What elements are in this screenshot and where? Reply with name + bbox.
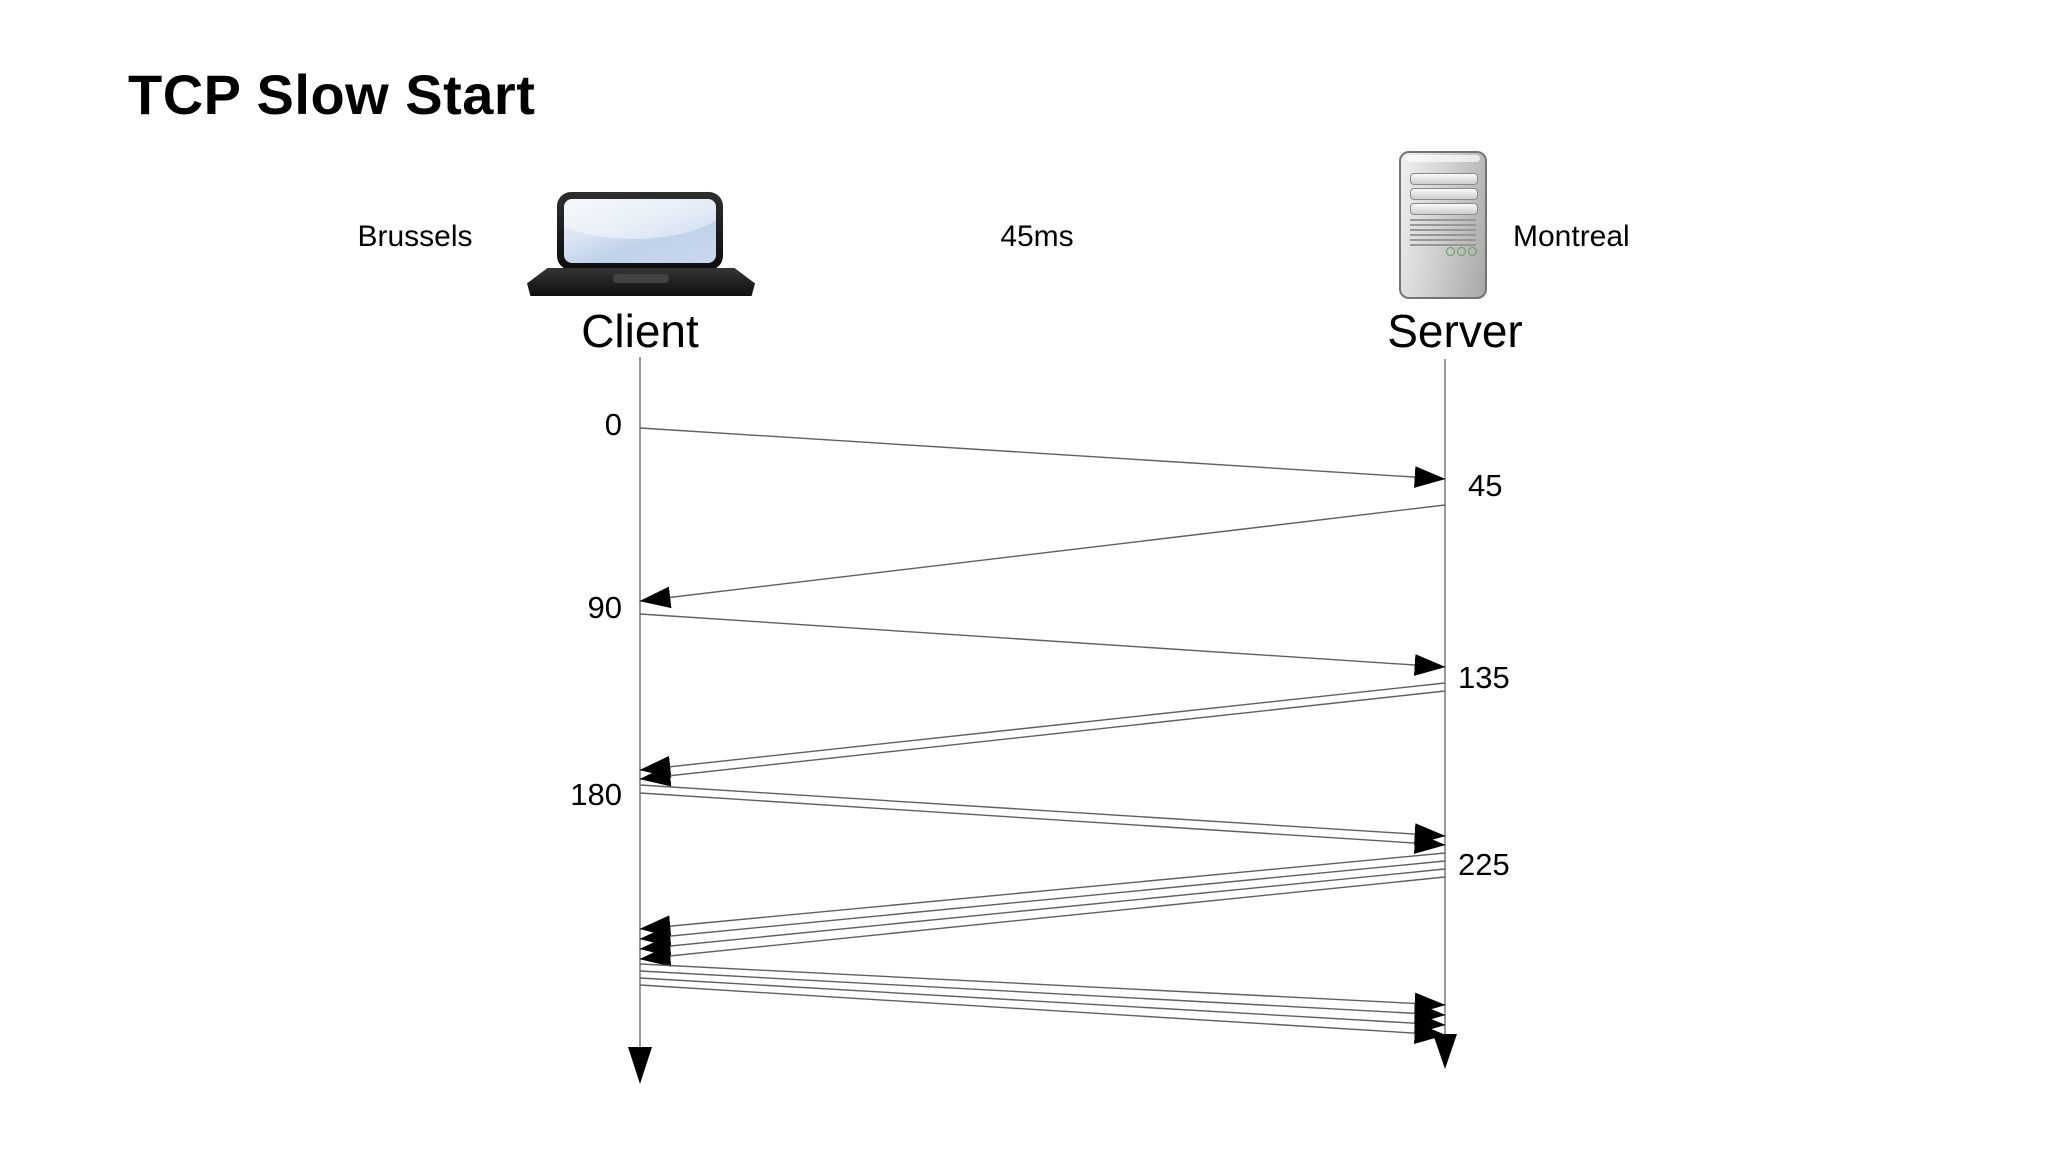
message-arrow-server-to-client bbox=[639, 852, 1446, 937]
server-drive-bay bbox=[1410, 203, 1478, 215]
message-arrow-client-to-server bbox=[639, 977, 1446, 1035]
message-arrow-client-to-server bbox=[639, 984, 1446, 1044]
time-label-client: 180 bbox=[570, 777, 622, 812]
message-arrow-client-to-server bbox=[639, 970, 1446, 1025]
time-label-server: 45 bbox=[1468, 468, 1503, 503]
server-location-label: Montreal bbox=[1513, 220, 1630, 253]
server-vent-line bbox=[1410, 234, 1476, 236]
message-arrow-server-to-client bbox=[639, 690, 1446, 787]
server-vent-line bbox=[1410, 224, 1476, 226]
server-led-icon bbox=[1457, 247, 1466, 256]
server-tower-icon bbox=[1399, 151, 1487, 299]
message-arrow-server-to-client bbox=[639, 876, 1446, 967]
server-bevel bbox=[1406, 155, 1480, 162]
server-drive-bay bbox=[1410, 173, 1478, 185]
page-title: TCP Slow Start bbox=[128, 63, 536, 126]
message-arrow-server-to-client bbox=[639, 504, 1446, 609]
message-arrow-server-to-client bbox=[639, 868, 1446, 957]
server-vent-line bbox=[1410, 239, 1476, 241]
laptop-screen bbox=[564, 199, 716, 263]
message-arrow-client-to-server bbox=[639, 792, 1446, 854]
client-location-label: Brussels bbox=[357, 220, 473, 253]
message-arrow-server-to-client bbox=[639, 860, 1446, 947]
server-led-icon bbox=[1446, 247, 1455, 256]
time-label-server: 135 bbox=[1458, 660, 1510, 695]
time-label-server: 225 bbox=[1458, 847, 1510, 882]
message-arrow-client-to-server bbox=[639, 427, 1446, 488]
latency-label: 45ms bbox=[1000, 220, 1074, 253]
server-vent-line bbox=[1410, 219, 1476, 221]
server-vent-line bbox=[1410, 229, 1476, 231]
server-drive-bay bbox=[1410, 188, 1478, 200]
laptop-icon bbox=[527, 188, 755, 300]
server-lifeline-arrow-icon bbox=[1433, 1034, 1457, 1069]
laptop-touchpad bbox=[613, 274, 669, 283]
message-arrow-client-to-server bbox=[639, 784, 1446, 845]
message-arrow-client-to-server bbox=[639, 613, 1446, 676]
time-label-client: 0 bbox=[604, 407, 622, 442]
server-actor-label: Server bbox=[1387, 305, 1523, 357]
server-led-icon bbox=[1468, 247, 1477, 256]
server-vent-line bbox=[1410, 244, 1476, 246]
time-label-client: 90 bbox=[587, 590, 622, 625]
client-lifeline-arrow-icon bbox=[628, 1047, 652, 1084]
message-arrow-client-to-server bbox=[639, 963, 1446, 1015]
client-actor-label: Client bbox=[581, 305, 699, 357]
message-arrow-server-to-client bbox=[639, 682, 1446, 778]
